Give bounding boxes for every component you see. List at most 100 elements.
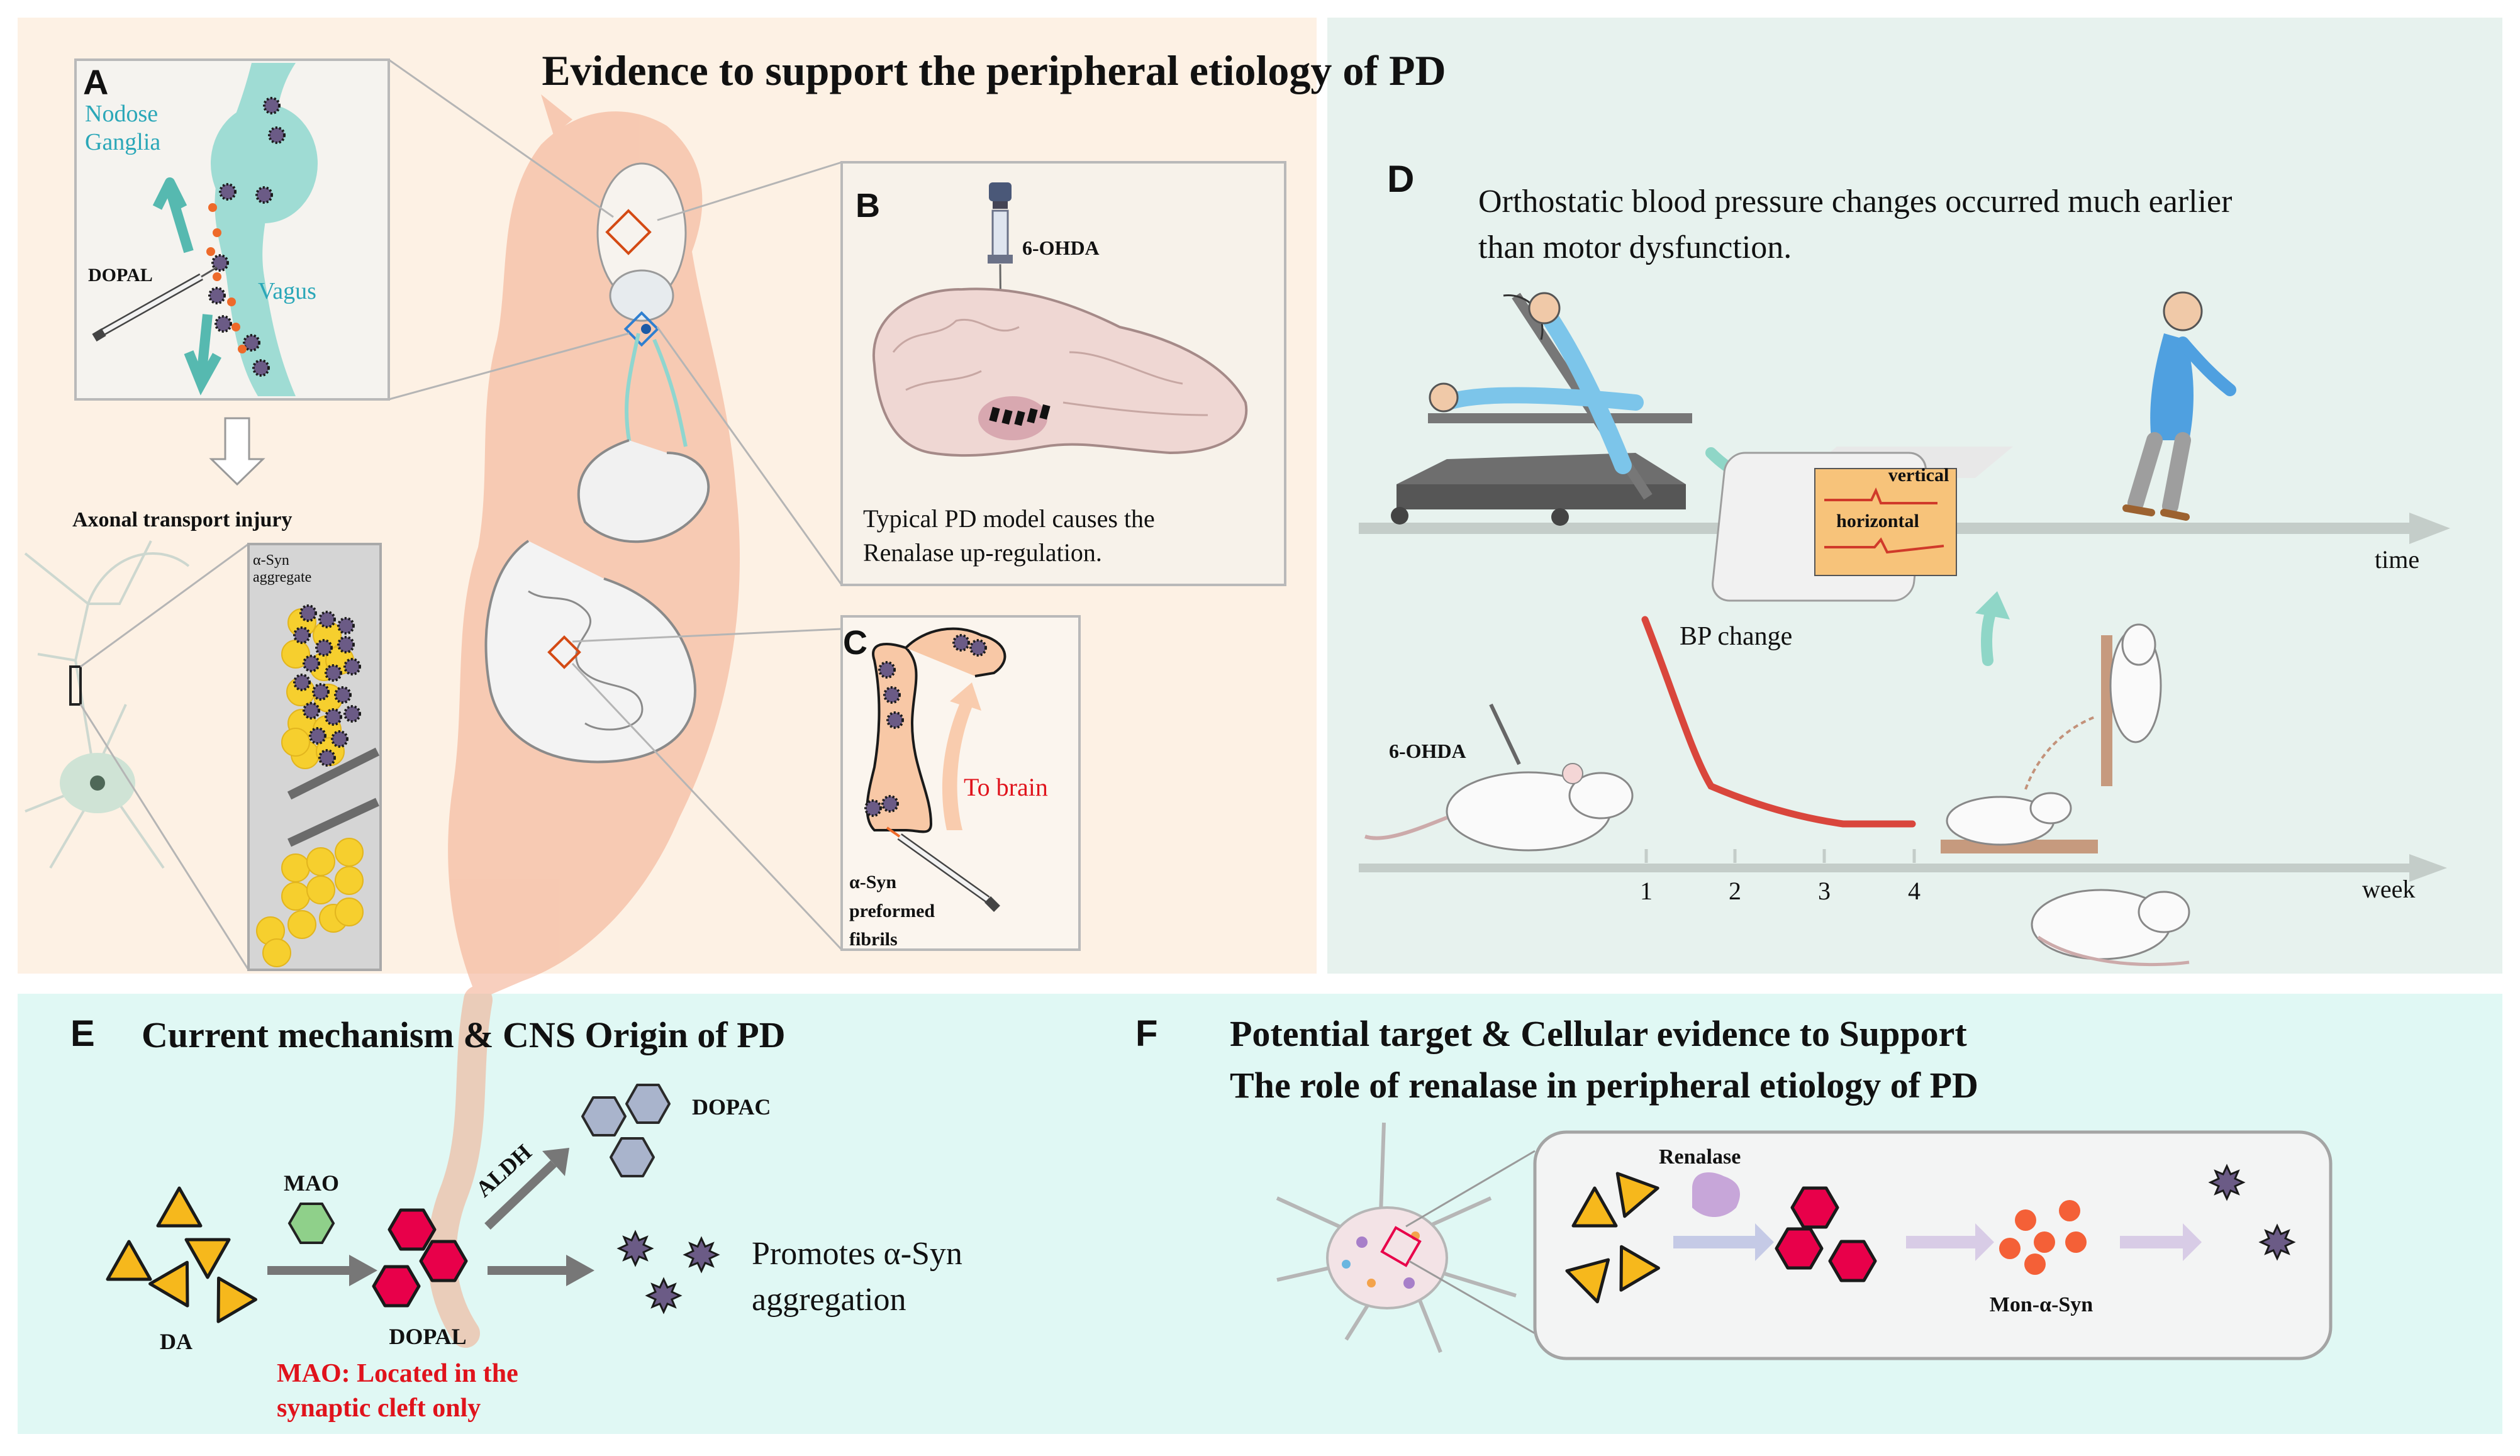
week-ticks — [1644, 849, 1916, 863]
mao-note-line2: synaptic cleft only — [277, 1394, 481, 1423]
week-axis-arrowhead — [2409, 854, 2447, 882]
panel-c: C To brain α-Syn preformed fibrils — [840, 615, 1081, 951]
panel-b-caption-line1: Typical PD model causes the — [863, 504, 1155, 533]
week-tick-3: 3 — [1818, 877, 1831, 905]
down-arrow — [184, 350, 221, 396]
panel-f: F Potential target & Cellular evidence t… — [1135, 1013, 2333, 1360]
arrow-from-mice-head — [1975, 591, 2010, 620]
aggregation-arrow-head — [566, 1255, 594, 1286]
week-label: week — [2362, 875, 2415, 903]
cell-organelles — [1342, 1231, 1420, 1289]
mao-note-line1: MAO: Located in the — [277, 1359, 518, 1388]
time-label: time — [2375, 545, 2419, 574]
ohda-label-b: 6-OHDA — [1022, 236, 1100, 259]
cell-neuron — [1276, 1122, 1517, 1353]
mouse-vertical — [2101, 623, 2162, 786]
mouse-horizontal — [1941, 792, 2098, 853]
monomeric-synuclein — [1999, 1200, 2087, 1275]
blockage-bar-2 — [287, 797, 379, 847]
hollow-down-arrow — [209, 417, 265, 486]
panel-b-caption-line2: Renalase up-regulation. — [863, 538, 1102, 567]
bp-change-curve — [1641, 616, 1916, 828]
rat-silhouette — [427, 94, 740, 1348]
zoom-connectors — [388, 58, 843, 951]
walking-patient — [2122, 291, 2236, 521]
nodose-label-line2: Ganglia — [85, 129, 160, 155]
main-title: Evidence to support the peripheral etiol… — [542, 47, 1446, 94]
dopal-particles — [206, 203, 247, 353]
renalase-label: Renalase — [1659, 1145, 1741, 1169]
pff-label-line1: α-Syn — [849, 872, 896, 892]
panel-d-heading-line1: Orthostatic blood pressure changes occur… — [1478, 184, 2232, 220]
lesion-marks — [989, 404, 1051, 426]
down-arrow-shaft — [196, 314, 213, 378]
panel-f-letter: F — [1135, 1013, 1157, 1054]
neuron-sketch — [24, 540, 190, 869]
mouse-injected — [1364, 703, 1634, 852]
da-label: DA — [160, 1329, 192, 1354]
panel-f-heading-line1: Potential target & Cellular evidence to … — [1230, 1013, 1967, 1054]
cell-zoom-line-bottom — [1408, 1260, 1536, 1335]
panel-d-letter: D — [1387, 158, 1414, 200]
dopal-label-a: DOPAL — [88, 265, 153, 286]
mouse-walking — [2031, 889, 2190, 967]
mao-arrow-head — [349, 1255, 377, 1286]
monomer-to-aggregate-arrow — [2120, 1223, 2202, 1261]
up-arrow-shaft — [165, 187, 194, 253]
panel-e-letter: E — [70, 1013, 95, 1054]
brain-sagittal — [872, 287, 1248, 457]
axon-zoom-box: α-Syn aggregate — [247, 543, 382, 971]
to-brain-arrow — [942, 682, 981, 830]
bp-change-label: BP change — [1680, 622, 1792, 651]
neuron-nucleus — [90, 775, 105, 791]
panel-f-heading-line2: The role of renalase in peripheral etiol… — [1230, 1065, 1978, 1106]
tilt-test-path — [2024, 716, 2095, 790]
panel-a-letter: A — [83, 62, 108, 102]
syringe-c — [886, 826, 1000, 912]
asyn-aggregate-line2: aggregate — [253, 569, 311, 586]
cell-zoom-line-top — [1405, 1150, 1536, 1228]
bp-monitor: vertical horizontal — [1712, 447, 2013, 602]
panel-c-letter: C — [843, 624, 867, 662]
cell-body — [1326, 1206, 1448, 1309]
mao-label: MAO — [284, 1170, 339, 1196]
panel-e-heading: Current mechanism & CNS Origin of PD — [142, 1014, 786, 1055]
week-tick-2: 2 — [1729, 877, 1741, 905]
blockage-bar-1 — [287, 747, 380, 800]
to-brain-label: To brain — [964, 773, 1048, 801]
dopal-to-monomer-arrow — [1906, 1223, 1994, 1261]
nodose-ganglion — [211, 104, 318, 223]
time-axis-arrowhead — [2409, 513, 2450, 544]
panel-d: D Orthostatic blood pressure changes occ… — [1359, 158, 2450, 967]
week-tick-4: 4 — [1908, 877, 1921, 905]
dopac-label: DOPAC — [692, 1094, 771, 1120]
asyn-aggregate-line1: α-Syn — [253, 552, 289, 569]
aldh-arrow-head — [542, 1148, 569, 1176]
panel-a: A Nodose Ganglia Vagus DOPAL — [74, 58, 390, 401]
renalase-arrow — [1673, 1223, 1774, 1261]
tilt-table — [1391, 292, 1692, 526]
cell-zoom-marker — [1380, 1226, 1422, 1267]
nodose-label-line1: Nodose — [85, 101, 158, 127]
week-tick-1: 1 — [1640, 877, 1653, 905]
panel-e: E Current mechanism & CNS Origin of PD D… — [70, 1013, 962, 1423]
axonal-transport-label: Axonal transport injury — [72, 508, 292, 531]
mao-enzyme — [287, 1203, 335, 1244]
pff-label-line2: preformed — [849, 901, 935, 921]
dopal-label-e: DOPAL — [389, 1324, 466, 1349]
renalase-enzyme — [1692, 1172, 1740, 1217]
panel-b: B 6-OHDA Typical PD model causes the Ren… — [840, 161, 1286, 586]
axon-zoom-line-top — [80, 543, 249, 668]
pff-label-line3: fibrils — [849, 929, 898, 950]
axon-zoom-line-bottom — [79, 704, 250, 970]
ohda-label-d: 6-OHDA — [1389, 740, 1466, 762]
panel-b-letter: B — [856, 187, 880, 225]
axon-zoom-marker — [69, 665, 82, 706]
vagus-label: Vagus — [258, 278, 316, 304]
vertical-label: vertical — [1888, 465, 1949, 486]
mon-syn-label: Mon-α-Syn — [1990, 1293, 2093, 1316]
rat-organs — [484, 162, 710, 764]
promotes-label-line1: Promotes α-Syn — [752, 1236, 962, 1272]
horizontal-label: horizontal — [1836, 511, 1919, 531]
